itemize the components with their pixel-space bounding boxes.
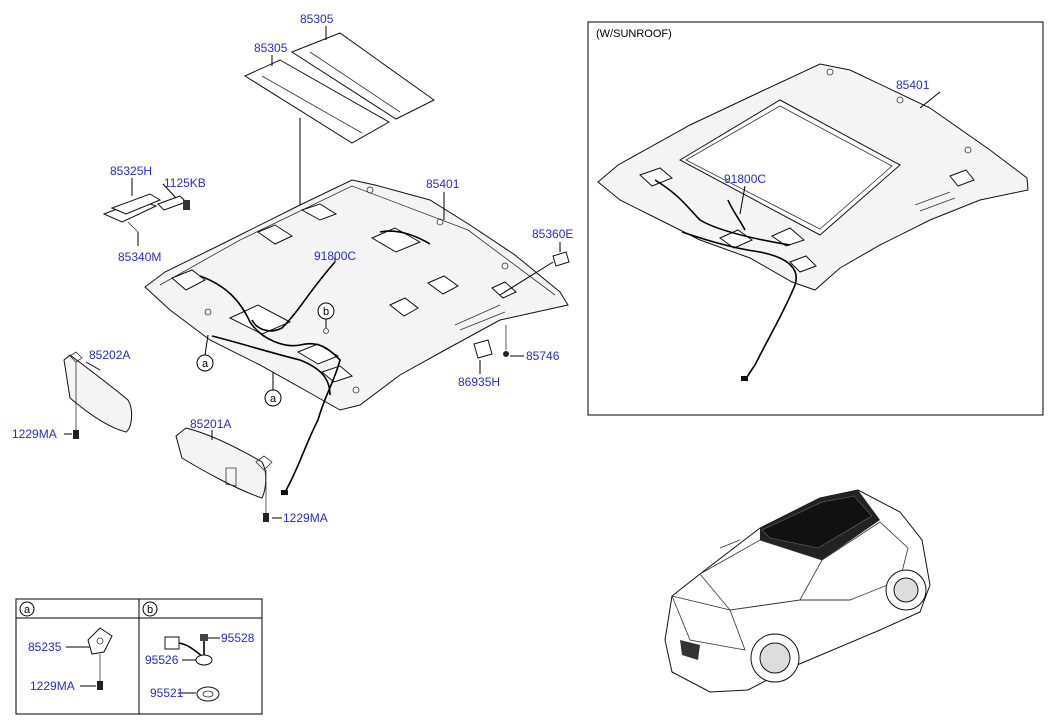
- label-detail-a-screw: 1229MA: [30, 679, 75, 693]
- detail-b-header: b: [147, 604, 153, 616]
- roof-pad-left: [243, 59, 391, 144]
- label-harness-sunroof: 91800C: [724, 172, 766, 186]
- label-detail-b-sensor: 95526: [145, 653, 179, 667]
- label-screw-right: 1229MA: [283, 511, 328, 525]
- label-grip-bracket: 85325H: [110, 164, 152, 178]
- sun-visor-lh: [63, 351, 133, 439]
- label-grip-handle: 85340M: [118, 250, 161, 264]
- label-visor-right: 85201A: [190, 417, 231, 431]
- ref-circle-a-1: [196, 334, 214, 372]
- ref-circle-a-2: [264, 372, 282, 407]
- label-clip-right: 85746: [526, 349, 560, 363]
- wiring-harness-main: [199, 230, 431, 495]
- ref-b-letter: b: [323, 306, 329, 318]
- ref-a-letter-2: a: [270, 393, 277, 405]
- sun-visor-rh: [175, 427, 273, 522]
- detail-table: [15, 598, 263, 715]
- roof-pad-top: [290, 32, 435, 120]
- headlining-main: [144, 179, 569, 411]
- ref-circle-b: [317, 302, 335, 334]
- ref-a-letter-1: a: [202, 358, 209, 370]
- label-detail-b-connector: 95528: [221, 631, 255, 645]
- label-hook-right: 85360E: [532, 227, 573, 241]
- vehicle-illustration: [664, 489, 931, 693]
- clip-85746: [503, 325, 509, 357]
- label-headlining-main: 85401: [426, 177, 460, 191]
- label-harness-main: 91800C: [314, 249, 356, 263]
- detail-a-header: a: [24, 604, 31, 616]
- detail-b-sensor: [164, 634, 220, 702]
- grip-handle-assy: [102, 193, 190, 233]
- detail-a-retainer: [87, 627, 113, 690]
- label-headlining-sunroof: 85401: [896, 78, 930, 92]
- label-pad-top: 85305: [300, 12, 334, 26]
- sunroof-variant-box: [587, 21, 1044, 416]
- label-detail-a-retainer: 85235: [28, 640, 62, 654]
- sunroof-caption: (W/SUNROOF): [596, 28, 672, 40]
- label-lamp-right: 86935H: [458, 375, 500, 389]
- label-screw-left: 1229MA: [12, 427, 57, 441]
- rear-hook-85360e: [552, 251, 570, 267]
- label-visor-left: 85202A: [89, 348, 130, 362]
- label-pad-left: 85305: [254, 41, 288, 55]
- label-detail-b-grommet: 95521: [150, 686, 184, 700]
- label-bolt-grip: 1125KB: [164, 176, 206, 190]
- lamp-86935h: [473, 339, 493, 359]
